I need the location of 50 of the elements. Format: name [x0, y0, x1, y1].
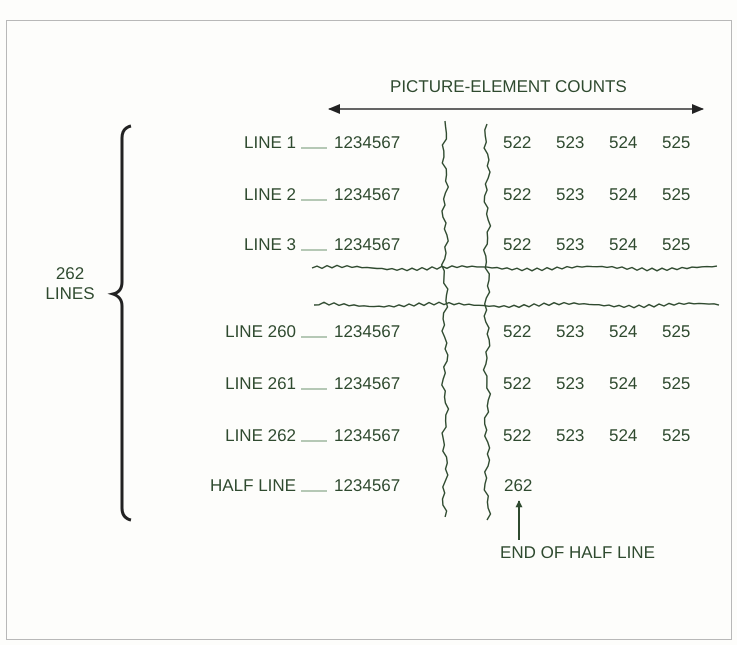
- count-label: 525: [662, 235, 690, 255]
- count-label: 523: [556, 374, 584, 394]
- count-label: 524: [609, 235, 638, 255]
- count-label: 522: [503, 426, 532, 446]
- line-label: LINE 260: [225, 322, 296, 342]
- line-label: LINE 1: [244, 133, 296, 153]
- line-label: LINE 261: [225, 374, 296, 394]
- count-label: 1234567: [334, 426, 400, 446]
- count-label: 525: [662, 133, 690, 153]
- line-label: LINE 262: [225, 426, 296, 446]
- leader-line: [301, 249, 327, 251]
- leader-line: [301, 388, 327, 390]
- count-label: 523: [556, 185, 584, 205]
- count-label: 522: [503, 185, 532, 205]
- count-label: 1234567: [334, 185, 400, 205]
- count-label: 523: [556, 322, 584, 342]
- count-label: 525: [662, 322, 690, 342]
- count-label: 523: [556, 426, 584, 446]
- count-label: 524: [609, 133, 638, 153]
- count-label: 1234567: [334, 374, 400, 394]
- count-label: 522: [503, 322, 532, 342]
- count-label: 525: [662, 374, 690, 394]
- count-label: END OF HALF LINE: [500, 543, 655, 563]
- count-label: 262: [504, 476, 532, 496]
- count-label: 525: [662, 185, 690, 205]
- count-label: 524: [609, 185, 638, 205]
- count-label: 1234567: [334, 476, 400, 496]
- count-label: 522: [503, 374, 532, 394]
- leader-line: [301, 490, 327, 492]
- leader-line: [301, 147, 327, 149]
- leader-line: [301, 199, 327, 201]
- leader-line: [301, 440, 327, 442]
- line-label: LINE 2: [244, 185, 296, 205]
- count-label: 524: [609, 426, 638, 446]
- count-label: 523: [556, 133, 584, 153]
- line-label: HALF LINE: [210, 476, 296, 496]
- line-label: LINE 3: [244, 235, 296, 255]
- count-label: 1234567: [334, 133, 400, 153]
- count-label: 524: [609, 322, 638, 342]
- count-label: 522: [503, 235, 532, 255]
- arrow: [516, 500, 522, 540]
- count-label: 522: [503, 133, 532, 153]
- leader-line: [301, 336, 327, 338]
- count-label: 524: [609, 374, 638, 394]
- count-label: 1234567: [334, 235, 400, 255]
- count-label: 523: [556, 235, 584, 255]
- brace-label: 262 LINES: [44, 264, 96, 304]
- count-label: 1234567: [334, 322, 400, 342]
- axis-label: PICTURE-ELEMENT COUNTS: [390, 77, 627, 97]
- count-label: 525: [662, 426, 690, 446]
